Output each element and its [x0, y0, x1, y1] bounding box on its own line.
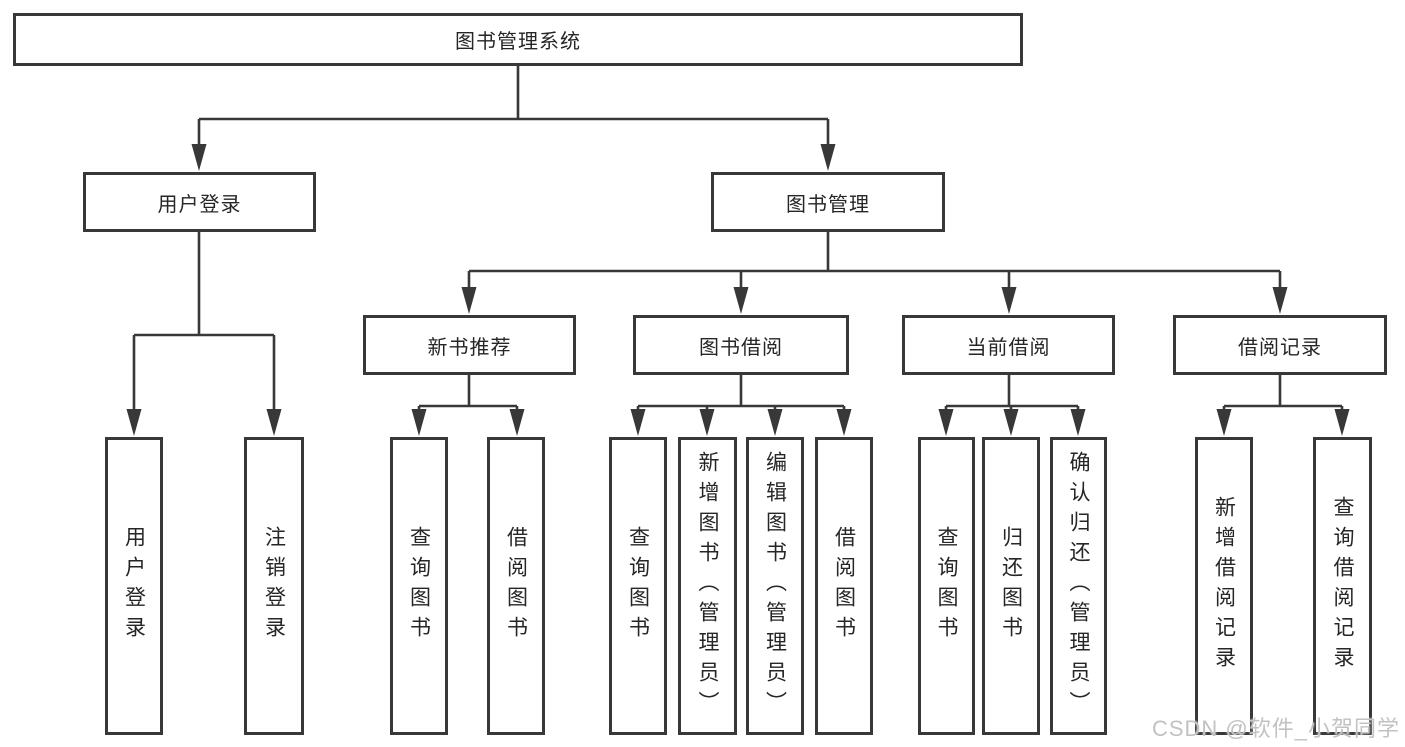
leaf-return-books: 归还图书: [982, 437, 1040, 735]
node-book-management-label: 图书管理: [786, 193, 870, 216]
leaf-add-books-admin-label: 新增图书（管理员）: [696, 451, 719, 721]
arrowheads: [126, 144, 1350, 436]
node-library-system: 图书管理系统: [13, 13, 1023, 66]
leaf-query-books-recommend: 查询图书: [390, 437, 448, 735]
leaf-borrow-books-label: 借阅图书: [832, 526, 856, 646]
connector-paths: [132, 66, 1344, 413]
leaf-query-books-borrowing-label: 查询图书: [626, 526, 650, 646]
node-current-borrowing-label: 当前借阅: [966, 336, 1051, 359]
leaf-query-borrow-record: 查询借阅记录: [1313, 437, 1372, 735]
node-book-management: 图书管理: [711, 172, 945, 232]
leaf-edit-books-admin: 编辑图书（管理员）: [746, 437, 804, 735]
leaf-add-borrow-record-label: 新增借阅记录: [1212, 496, 1236, 676]
leaf-return-books-label: 归还图书: [999, 526, 1023, 646]
node-borrowing-records: 借阅记录: [1173, 315, 1387, 375]
leaf-borrow-books: 借阅图书: [815, 437, 873, 735]
leaf-query-books-current-label: 查询图书: [935, 526, 958, 646]
node-user-login-group-label: 用户登录: [157, 193, 242, 216]
node-borrowing-records-label: 借阅记录: [1238, 336, 1322, 359]
leaf-user-login: 用户登录: [105, 437, 163, 735]
csdn-watermark: CSDN @软件_小贺同学: [1151, 716, 1400, 741]
leaf-logout: 注销登录: [244, 437, 304, 735]
node-book-borrowing-label: 图书借阅: [699, 336, 783, 359]
leaf-add-books-admin: 新增图书（管理员）: [678, 437, 737, 735]
leaf-query-books-current: 查询图书: [918, 437, 975, 735]
leaf-query-borrow-record-label: 查询借阅记录: [1331, 496, 1354, 676]
node-library-system-label: 图书管理系统: [455, 31, 581, 53]
node-current-borrowing: 当前借阅: [902, 315, 1115, 375]
leaf-borrow-books-recommend: 借阅图书: [487, 437, 545, 735]
leaf-query-books-recommend-label: 查询图书: [407, 526, 431, 646]
leaf-confirm-return-admin-label: 确认归还（管理员）: [1067, 451, 1090, 721]
leaf-add-borrow-record: 新增借阅记录: [1195, 437, 1253, 735]
leaf-edit-books-admin-label: 编辑图书（管理员）: [763, 451, 787, 721]
node-new-book-recommend-label: 新书推荐: [427, 336, 512, 359]
leaf-logout-label: 注销登录: [262, 526, 286, 646]
leaf-query-books-borrowing: 查询图书: [609, 437, 667, 735]
node-user-login-group: 用户登录: [83, 172, 316, 232]
leaf-user-login-label: 用户登录: [122, 526, 146, 646]
node-new-book-recommend: 新书推荐: [363, 315, 576, 375]
leaf-borrow-books-recommend-label: 借阅图书: [504, 526, 528, 646]
leaf-confirm-return-admin: 确认归还（管理员）: [1050, 437, 1107, 735]
node-book-borrowing: 图书借阅: [633, 315, 849, 375]
